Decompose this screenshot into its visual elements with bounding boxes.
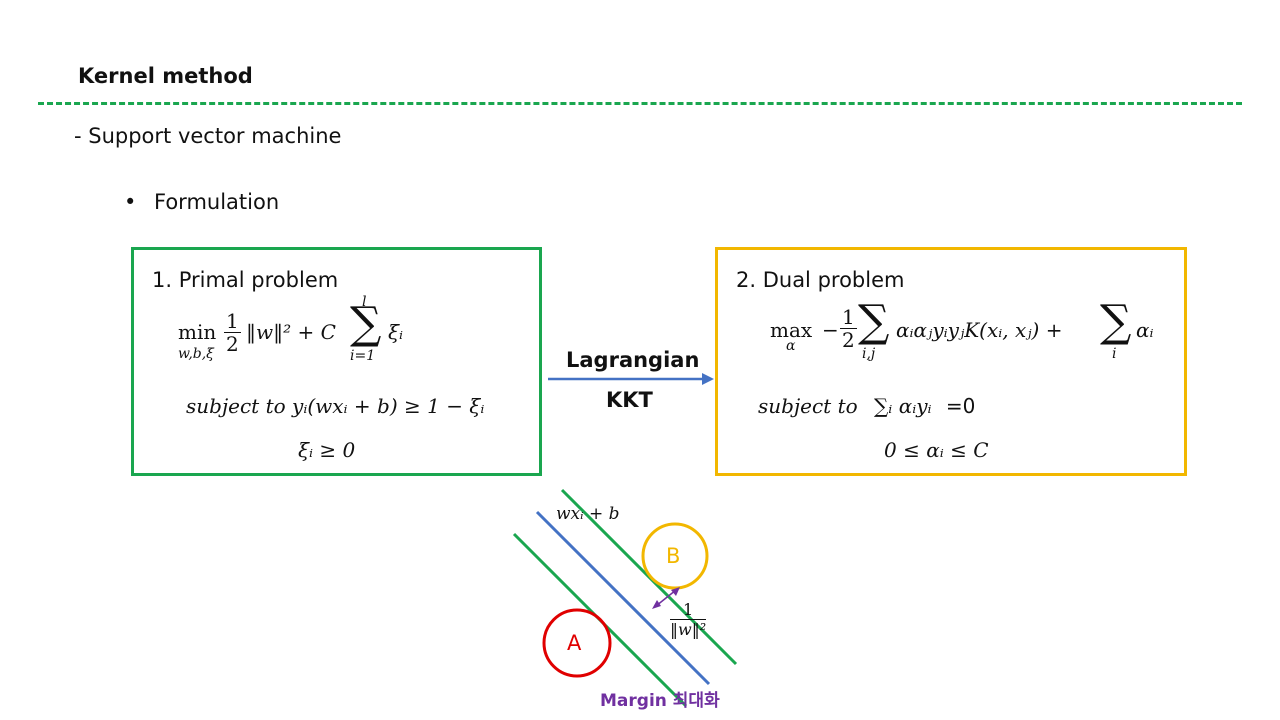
dual-constraint-2: 0 ≤ αᵢ ≤ C xyxy=(884,438,989,462)
page-title: Kernel method xyxy=(78,64,253,88)
dual-sigma-2: ∑ xyxy=(1100,296,1132,347)
dual-half: 1 2 xyxy=(840,306,857,351)
margin-fraction-num: 1 xyxy=(670,600,707,620)
lagrangian-label: Lagrangian xyxy=(566,348,700,372)
title-divider xyxy=(38,102,1242,105)
point-a-label: A xyxy=(567,631,582,655)
kkt-label: KKT xyxy=(606,388,653,412)
margin-diagram xyxy=(512,488,738,708)
margin-caption: Margin 최대화 xyxy=(600,691,720,711)
dual-sum2-sub: i xyxy=(1112,346,1117,362)
bullet-text: Formulation xyxy=(154,190,280,214)
section-heading: - Support vector machine xyxy=(74,124,342,148)
primal-half-den: 2 xyxy=(226,332,239,356)
dual-sum1-term: αᵢαⱼyᵢyⱼK(xᵢ, xⱼ) + xyxy=(896,318,1063,342)
dual-sum1-sub: i,j xyxy=(862,346,876,362)
primal-min-sub: w,b,ξ xyxy=(178,346,214,362)
dual-max-sub: α xyxy=(786,338,796,354)
dual-half-num: 1 xyxy=(840,305,857,329)
dual-max-op: max xyxy=(770,318,813,342)
primal-sigma: ∑ xyxy=(350,298,382,349)
dual-constraint-sum: ∑ᵢ αᵢyᵢ xyxy=(874,394,932,418)
point-b-circle xyxy=(641,522,709,590)
point-a-circle xyxy=(542,608,612,678)
margin-arrow-head-1 xyxy=(652,600,661,609)
dual-minus: − xyxy=(822,318,839,342)
hyperplane-label: wxᵢ + b xyxy=(556,504,620,524)
dual-constraint-rhs: =0 xyxy=(945,394,976,418)
margin-arrow-line xyxy=(655,589,677,607)
primal-min-op: min xyxy=(178,320,217,344)
primal-sum-bottom: i=1 xyxy=(350,348,376,364)
bullet-formulation: • Formulation xyxy=(124,190,279,214)
arrow-head xyxy=(702,373,714,385)
primal-sum-term: ξᵢ xyxy=(388,320,404,344)
dual-half-den: 2 xyxy=(842,328,855,352)
primal-half: 1 2 xyxy=(224,310,241,355)
point-b-label: B xyxy=(666,544,681,568)
primal-sum-top: l xyxy=(362,294,367,310)
dual-heading: 2. Dual problem xyxy=(736,268,905,292)
dual-constraint-1: subject to ∑ᵢ αᵢyᵢ =0 xyxy=(758,394,975,418)
margin-fraction-den: ‖w‖² xyxy=(670,620,707,639)
dual-sum2-term: αᵢ xyxy=(1136,318,1154,342)
bullet-dot: • xyxy=(124,190,137,214)
dual-subject-to: subject to xyxy=(758,394,858,418)
margin-fraction: 1 ‖w‖² xyxy=(670,600,707,639)
lagrangian-arrow xyxy=(548,373,714,385)
primal-constraint-2: ξᵢ ≥ 0 xyxy=(298,438,356,462)
primal-problem-box: 1. Primal problem min w,b,ξ 1 2 ‖w‖² + C… xyxy=(131,247,542,476)
primal-half-num: 1 xyxy=(224,309,241,333)
hyperplane-line xyxy=(535,510,711,686)
primal-norm-term: ‖w‖² + C xyxy=(246,320,336,344)
dual-problem-box: 2. Dual problem max α − 1 2 ∑ i,j αᵢαⱼyᵢ… xyxy=(715,247,1187,476)
dual-sigma-1: ∑ xyxy=(858,296,890,347)
primal-constraint-1: subject to yᵢ(wxᵢ + b) ≥ 1 − ξᵢ xyxy=(186,394,485,418)
margin-arrow-head-2 xyxy=(671,587,680,596)
primal-heading: 1. Primal problem xyxy=(152,268,339,292)
